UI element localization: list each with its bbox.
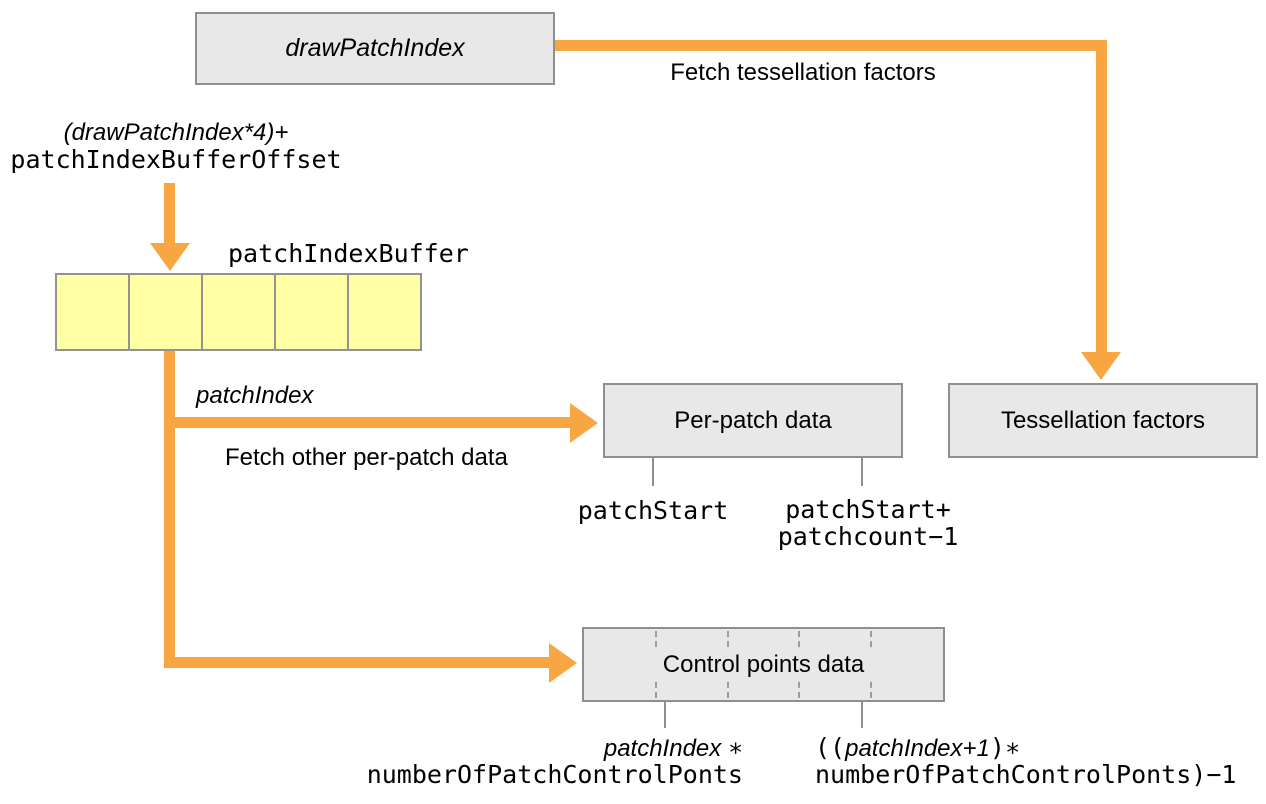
fetch-per-patch-arrowhead-icon — [570, 403, 598, 443]
control-points-start-line2: numberOfPatchControlPonts — [366, 760, 743, 789]
per-patch-end-line1: patchStart+ — [785, 495, 951, 524]
node-tessellation-factors-label: Tessellation factors — [1000, 406, 1206, 434]
buffer-cell — [57, 275, 128, 349]
buffer-cell — [201, 275, 274, 349]
node-per-patch-data: Per-patch data — [603, 383, 903, 458]
control-points-end-line2: numberOfPatchControlPonts)−1 — [815, 760, 1237, 789]
per-patch-start-label: patchStart — [577, 496, 729, 525]
buffer-cell — [347, 275, 420, 349]
node-draw-patch-index: drawPatchIndex — [195, 12, 555, 85]
patch-index-buffer-label: patchIndexBuffer — [228, 239, 469, 268]
fetch-tessellation-label: Fetch tessellation factors — [670, 59, 936, 86]
node-control-points-data-label: Control points data — [652, 650, 875, 679]
per-patch-end-label: patchStart+ patchcount−1 — [768, 496, 968, 550]
buffer-cell — [274, 275, 347, 349]
index-formula-line1: (drawPatchIndex*4)+ — [63, 119, 289, 146]
control-points-end-label: ((patchIndex+1)∗ numberOfPatchControlPon… — [815, 735, 1236, 788]
control-points-end-open: (( — [815, 733, 846, 762]
index-arrow-vertical — [164, 183, 175, 243]
per-patch-end-line2: patchcount−1 — [777, 522, 959, 551]
control-points-arrowhead-icon — [549, 643, 577, 683]
control-points-start-label: patchIndex ∗ numberOfPatchControlPonts — [341, 735, 743, 788]
fetch-tessellation-arrow-vertical — [1096, 40, 1107, 354]
fetch-per-patch-label: Fetch other per-patch data — [225, 444, 508, 471]
node-draw-patch-index-label: drawPatchIndex — [285, 34, 465, 62]
fetch-per-patch-arrow-horizontal — [164, 417, 570, 428]
patch-index-line-vertical — [164, 351, 175, 668]
fetch-tessellation-arrow-horizontal — [555, 40, 1107, 51]
control-points-arrow-horizontal — [164, 657, 549, 668]
index-formula: (drawPatchIndex*4)+ patchIndexBufferOffs… — [0, 119, 352, 173]
buffer-cell — [128, 275, 201, 349]
per-patch-start-tick — [652, 458, 654, 486]
index-arrowhead-icon — [150, 243, 190, 271]
control-points-start-tick — [664, 702, 666, 728]
control-points-end-var: patchIndex+1 — [845, 735, 990, 762]
fetch-tessellation-arrowhead-icon — [1081, 352, 1121, 380]
patch-index-buffer — [55, 273, 422, 351]
node-control-points-data: Control points data — [582, 627, 945, 702]
node-tessellation-factors: Tessellation factors — [948, 383, 1258, 458]
control-points-end-close: )∗ — [989, 733, 1021, 762]
patch-index-label: patchIndex — [196, 382, 314, 409]
index-formula-line2: patchIndexBufferOffset — [10, 145, 342, 174]
control-points-end-tick — [861, 702, 863, 728]
node-per-patch-data-label: Per-patch data — [674, 406, 832, 434]
control-points-start-var: patchIndex — [603, 735, 722, 762]
control-points-start-op: ∗ — [727, 733, 743, 762]
per-patch-end-tick — [861, 458, 863, 486]
